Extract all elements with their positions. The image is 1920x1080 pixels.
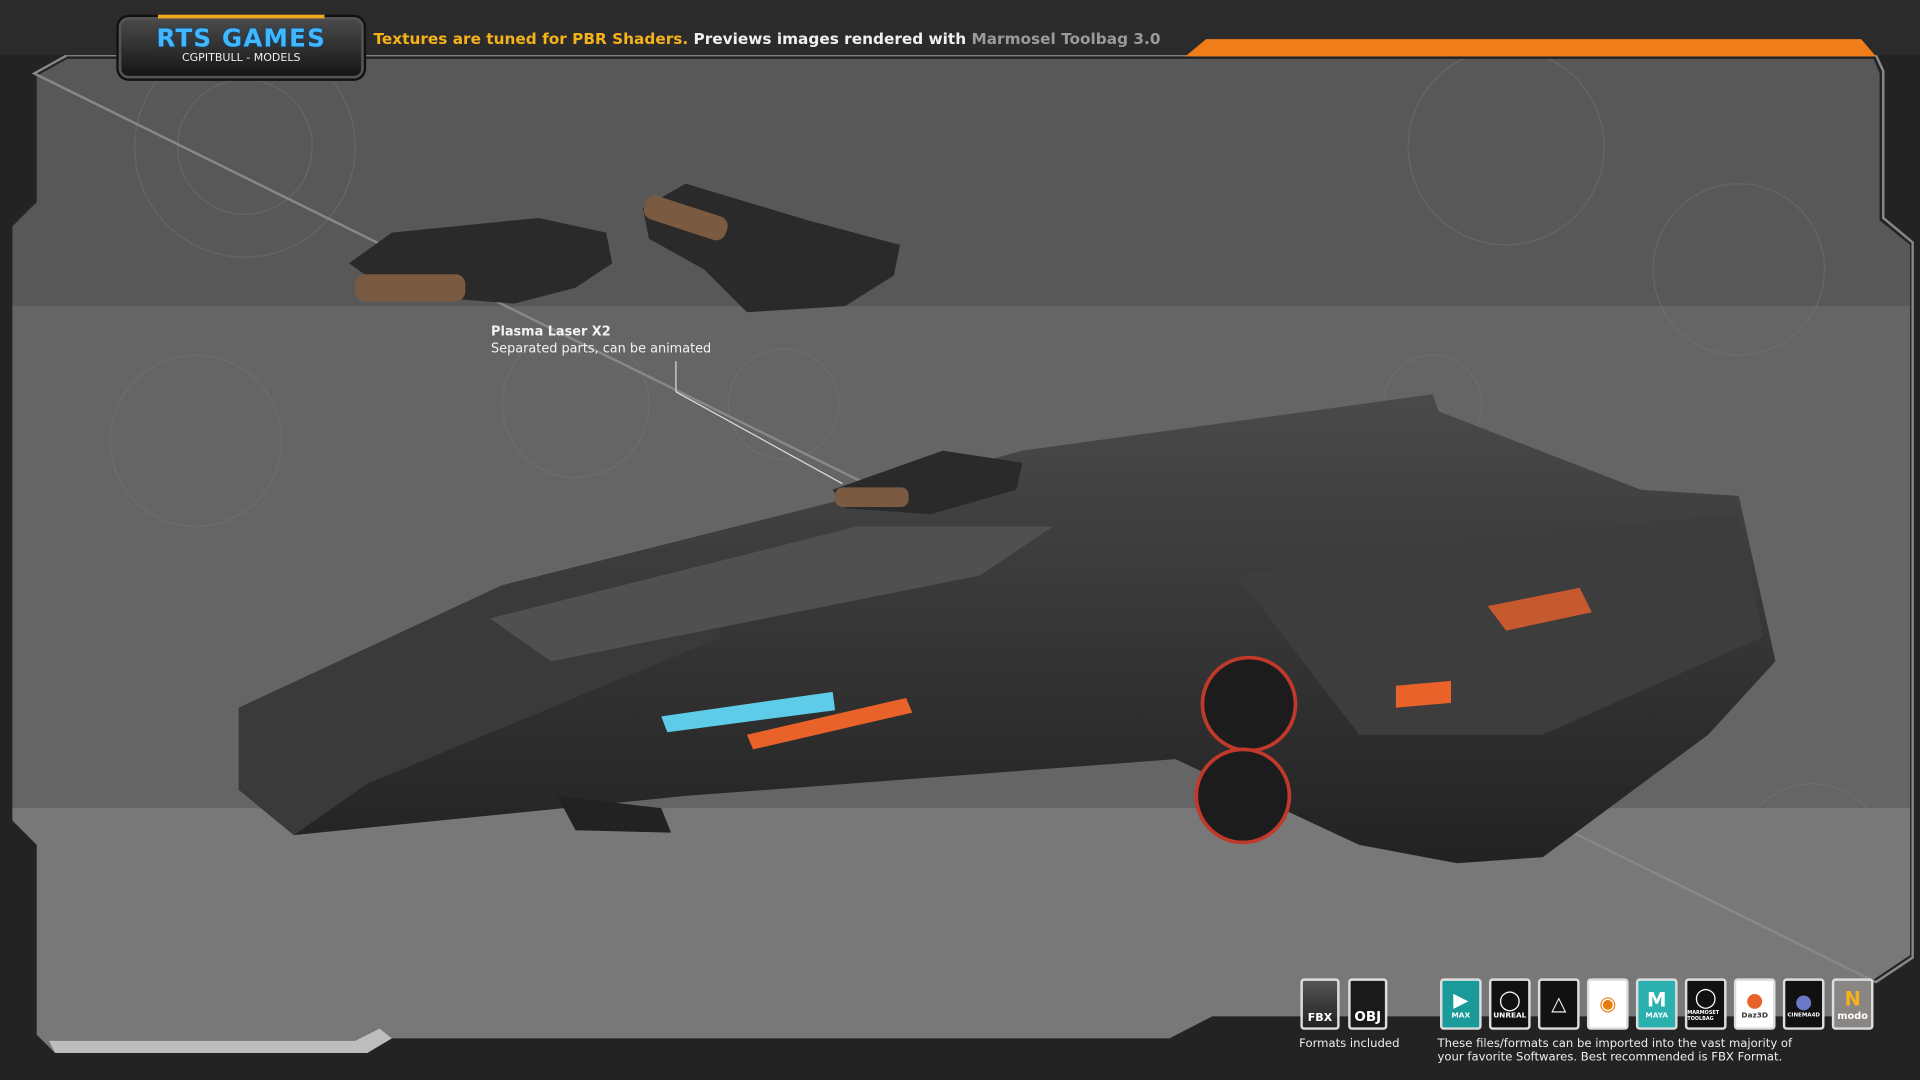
header-text: Textures are tuned for PBR Shaders. Prev… [373, 29, 1160, 47]
rts-games-logo: RTS GAMES CGPITBULL - MODELS [118, 14, 364, 79]
header-pbr-note: Textures are tuned for PBR Shaders. [373, 29, 689, 48]
formats-caption: Formats included [1299, 1037, 1400, 1051]
daz3d-label: Daz3D [1741, 1010, 1768, 1020]
logo-subtitle: CGPITBULL - MODELS [181, 52, 301, 65]
daz3d-icon: ●Daz3D [1733, 978, 1776, 1030]
callout-text: Separated parts, can be animated [491, 341, 712, 357]
blender-icon: ◉ [1586, 978, 1629, 1030]
spaceship-model-image [238, 394, 1776, 864]
plasma-laser-callout: Plasma Laser X2 Separated parts, can be … [491, 323, 711, 357]
header-render-note: Previews images rendered with [688, 29, 972, 48]
cinema4d-icon: ●CINEMA4D [1782, 978, 1825, 1030]
fbx-label: FBX [1307, 1012, 1333, 1025]
unreal-engine-icon: ◯UNREAL [1488, 978, 1531, 1030]
software-caption-line-1: These files/formats can be imported into… [1437, 1037, 1793, 1051]
cinema4d-label: CINEMA4D [1787, 1012, 1820, 1019]
unity-icon: △ [1537, 978, 1580, 1030]
header-renderer-name: Marmosel Toolbag 3.0 [971, 29, 1161, 48]
unreal-label: UNREAL [1493, 1010, 1527, 1020]
callout-title: Plasma Laser X2 [491, 324, 611, 340]
marmoset-toolbag-icon: ◯MARMOSET TOOLBAG [1684, 978, 1727, 1030]
plasma-laser-parts-image [348, 183, 901, 313]
obj-label: OBJ [1354, 1008, 1382, 1025]
maya-label: MAYA [1645, 1010, 1669, 1020]
3ds-max-icon: ▶MAX [1440, 978, 1482, 1030]
software-caption: These files/formats can be imported into… [1438, 1037, 1793, 1064]
marmoset-label: MARMOSET TOOLBAG [1687, 1008, 1720, 1022]
software-caption-line-2: your favorite Softwares. Best recommende… [1437, 1050, 1783, 1065]
accent-bar [1185, 39, 1876, 57]
max-label: MAX [1451, 1010, 1471, 1020]
logo-title: RTS GAMES [156, 23, 326, 53]
fbx-file-icon: FBX [1300, 978, 1340, 1030]
modo-label: modo [1837, 1009, 1868, 1021]
obj-file-icon: OBJ [1348, 978, 1388, 1030]
